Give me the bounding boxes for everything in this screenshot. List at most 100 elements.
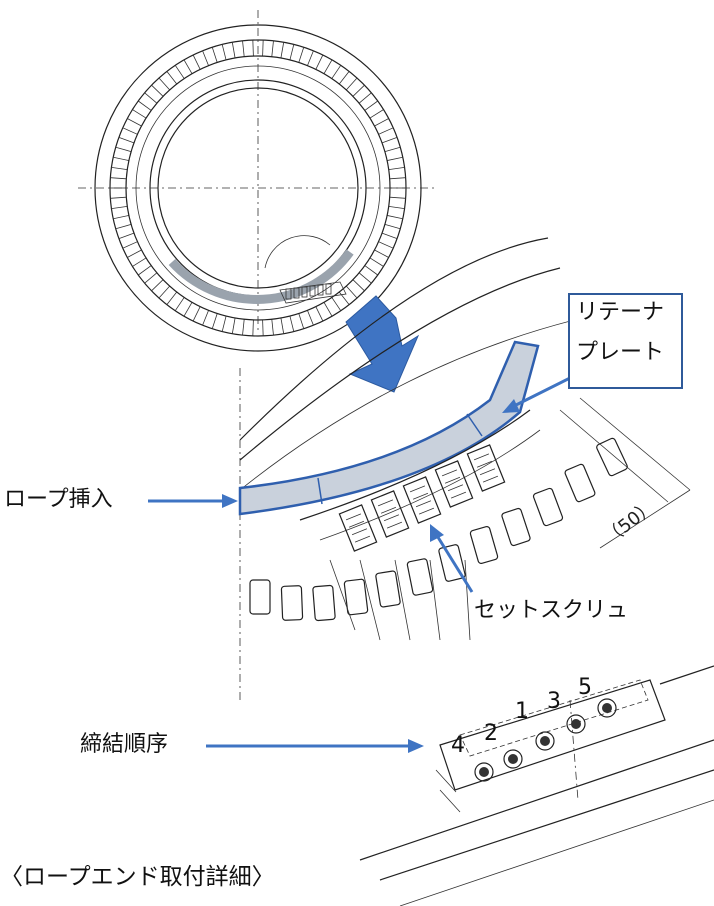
overview-tooth	[122, 127, 138, 135]
overview-tooth	[127, 118, 142, 127]
set-screw-block	[338, 504, 378, 552]
rope-insert-arrow	[148, 494, 238, 508]
retainer-plate-shape	[238, 340, 540, 516]
overview-screw-slots	[285, 283, 332, 300]
overview-tooth	[118, 232, 135, 239]
ring-slot	[343, 578, 369, 616]
overview-tooth	[271, 40, 274, 57]
overview-tooth	[352, 279, 365, 292]
overview-tooth	[280, 42, 285, 59]
rope-insert-label: ロープ挿入	[4, 487, 113, 512]
overview-ring	[78, 10, 438, 352]
overview-tooth	[298, 313, 305, 329]
overview-tooth	[307, 50, 314, 66]
overview-tooth	[242, 319, 245, 336]
overview-tooth	[352, 84, 365, 97]
overview-tooth	[221, 44, 227, 61]
overview-tooth	[346, 285, 358, 299]
set-screw-block	[434, 460, 474, 508]
bolt-4	[474, 762, 494, 782]
ring-slot	[532, 487, 564, 527]
order-number-2: 2	[484, 721, 498, 746]
overview-tooth	[113, 156, 129, 161]
overview-tooth	[252, 319, 254, 336]
ring-slot	[249, 579, 271, 615]
overview-tooth	[280, 317, 285, 334]
overview-teeth	[110, 40, 406, 336]
bolt-5	[597, 698, 617, 718]
overview-tooth	[289, 44, 295, 61]
overview-tooth	[369, 109, 384, 119]
overview-tooth	[110, 196, 127, 199]
overview-tooth	[338, 71, 350, 85]
ring-slot	[438, 544, 466, 582]
overview-tooth	[111, 167, 128, 171]
overview-tooth	[192, 54, 201, 70]
overview-tooth	[211, 313, 218, 329]
ring-slot	[312, 584, 336, 622]
overview-tooth	[331, 297, 342, 311]
overview-plate-arc	[168, 249, 354, 304]
overview-tooth	[144, 92, 158, 104]
overview-tooth	[358, 92, 372, 104]
overview-tooth	[262, 40, 264, 57]
overview-tooth	[221, 315, 227, 332]
ring-slots	[249, 437, 628, 622]
overview-tooth	[242, 40, 245, 57]
overview-tooth	[122, 241, 138, 249]
order-number-4: 4	[451, 733, 465, 758]
overview-tooth	[381, 232, 398, 239]
overview-tooth	[315, 54, 324, 70]
overview-tooth	[374, 118, 389, 127]
overview-tooth	[384, 223, 401, 230]
dimension-label: （50）	[600, 496, 659, 549]
overview-tooth	[364, 100, 378, 111]
overview-tooth	[231, 317, 236, 334]
ring-slot	[596, 437, 628, 477]
overview-detail-circle	[264, 235, 331, 269]
overview-tooth	[271, 319, 274, 336]
overview-tooth	[132, 257, 147, 267]
retainer-plate-label-line2: プレート	[576, 340, 665, 365]
bolt-3	[566, 714, 586, 734]
set-screw-block	[466, 444, 506, 492]
overview-tooth	[378, 241, 394, 249]
ring-slot	[375, 570, 401, 608]
overview-tooth	[151, 279, 164, 292]
overview-tooth	[202, 310, 209, 326]
overview-tooth	[388, 167, 405, 171]
overview-tooth	[202, 50, 209, 66]
overview-tooth	[138, 100, 152, 111]
overview-tooth	[289, 315, 295, 332]
overview-tooth	[387, 156, 403, 161]
tightening-detail	[359, 665, 714, 906]
overview-tooth	[389, 196, 406, 199]
overview-tooth	[118, 137, 135, 144]
overview-tooth	[252, 40, 254, 57]
overview-tooth	[127, 249, 142, 258]
tightening-order-arrow	[206, 739, 424, 753]
ring-slot	[564, 463, 596, 503]
overview-tooth	[113, 215, 129, 220]
overview-tooth	[323, 302, 333, 317]
set-screw-arrow	[430, 524, 474, 593]
order-number-5: 5	[578, 675, 592, 700]
overview-tooth	[115, 146, 132, 153]
overview-tooth	[110, 177, 127, 180]
overview-tooth	[183, 59, 193, 74]
overview-tooth	[387, 215, 403, 220]
overview-tooth	[364, 265, 378, 276]
overview-tooth	[369, 257, 384, 267]
overview-tooth	[358, 272, 372, 284]
tightening-order-label: 締結順序	[80, 732, 169, 757]
overview-tooth	[132, 109, 147, 119]
zoom-arrow	[345, 295, 420, 393]
overview-tooth	[331, 65, 342, 79]
overview-tooth	[307, 310, 314, 326]
overview-tooth	[158, 77, 170, 91]
overview-tooth	[323, 59, 333, 74]
overview-tooth	[183, 302, 193, 317]
overview-tooth	[211, 47, 218, 63]
overview-tooth	[192, 306, 201, 322]
